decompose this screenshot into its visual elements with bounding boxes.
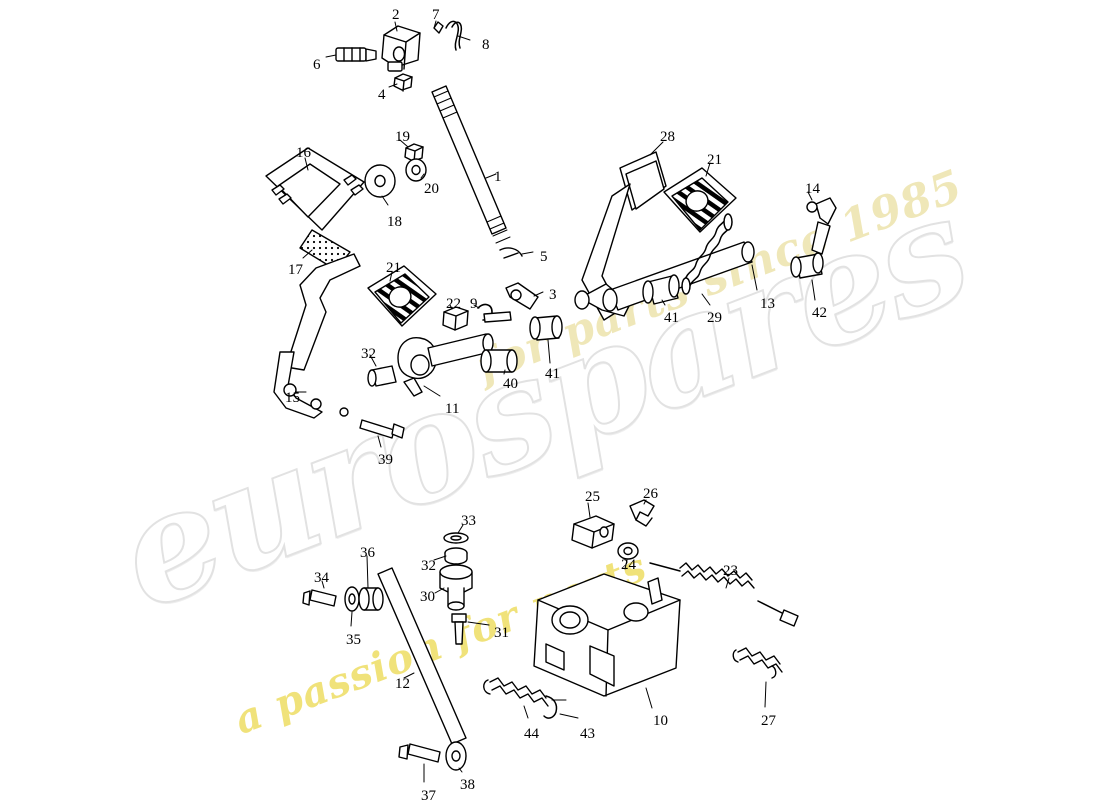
- callout-number: 13: [760, 296, 775, 312]
- callout-number: 29: [707, 310, 722, 326]
- callout-number: 39: [378, 452, 393, 468]
- callout-number: 24: [621, 557, 636, 573]
- callout-number: 41: [545, 366, 560, 382]
- callout-number: 17: [288, 262, 303, 278]
- callout-number: 8: [482, 37, 490, 53]
- callout-number: 37: [421, 788, 436, 804]
- callout-number: 21: [386, 260, 401, 276]
- callout-number: 23: [723, 563, 738, 579]
- callout-number: 40: [503, 376, 518, 392]
- callout-number: 26: [643, 486, 658, 502]
- callout-number: 42: [812, 305, 827, 321]
- callout-number: 1: [494, 169, 502, 185]
- callout-number: 12: [395, 676, 410, 692]
- callout-number: 7: [432, 7, 440, 23]
- callout-number: 30: [420, 589, 435, 605]
- callout-number: 15: [285, 390, 300, 406]
- callout-number: 9: [470, 296, 478, 312]
- callout-number: 38: [460, 777, 475, 793]
- callout-number: 18: [387, 214, 402, 230]
- callout-number: 32: [421, 558, 436, 574]
- callout-number: 33: [461, 513, 476, 529]
- callout-number: 22: [446, 296, 461, 312]
- callout-number: 5: [540, 249, 548, 265]
- callout-number: 10: [653, 713, 668, 729]
- callout-number: 16: [296, 145, 311, 161]
- callout-number: 44: [524, 726, 539, 742]
- callout-number: 6: [313, 57, 321, 73]
- callout-number: 4: [378, 87, 386, 103]
- callout-number: 19: [395, 129, 410, 145]
- callout-number: 36: [360, 545, 375, 561]
- callout-number: 31: [494, 625, 509, 641]
- callout-number: 3: [549, 287, 557, 303]
- callout-number: 35: [346, 632, 361, 648]
- callout-number: 25: [585, 489, 600, 505]
- callout-number: 14: [805, 181, 820, 197]
- callout-number: 32: [361, 346, 376, 362]
- callout-number: 28: [660, 129, 675, 145]
- callout-number: 20: [424, 181, 439, 197]
- callout-number: 2: [392, 7, 400, 23]
- callout-number: 41: [664, 310, 679, 326]
- callout-number: 11: [445, 401, 460, 417]
- callout-number: 34: [314, 570, 329, 586]
- callout-number: 21: [707, 152, 722, 168]
- callout-number: 43: [580, 726, 595, 742]
- callout-number: 27: [761, 713, 776, 729]
